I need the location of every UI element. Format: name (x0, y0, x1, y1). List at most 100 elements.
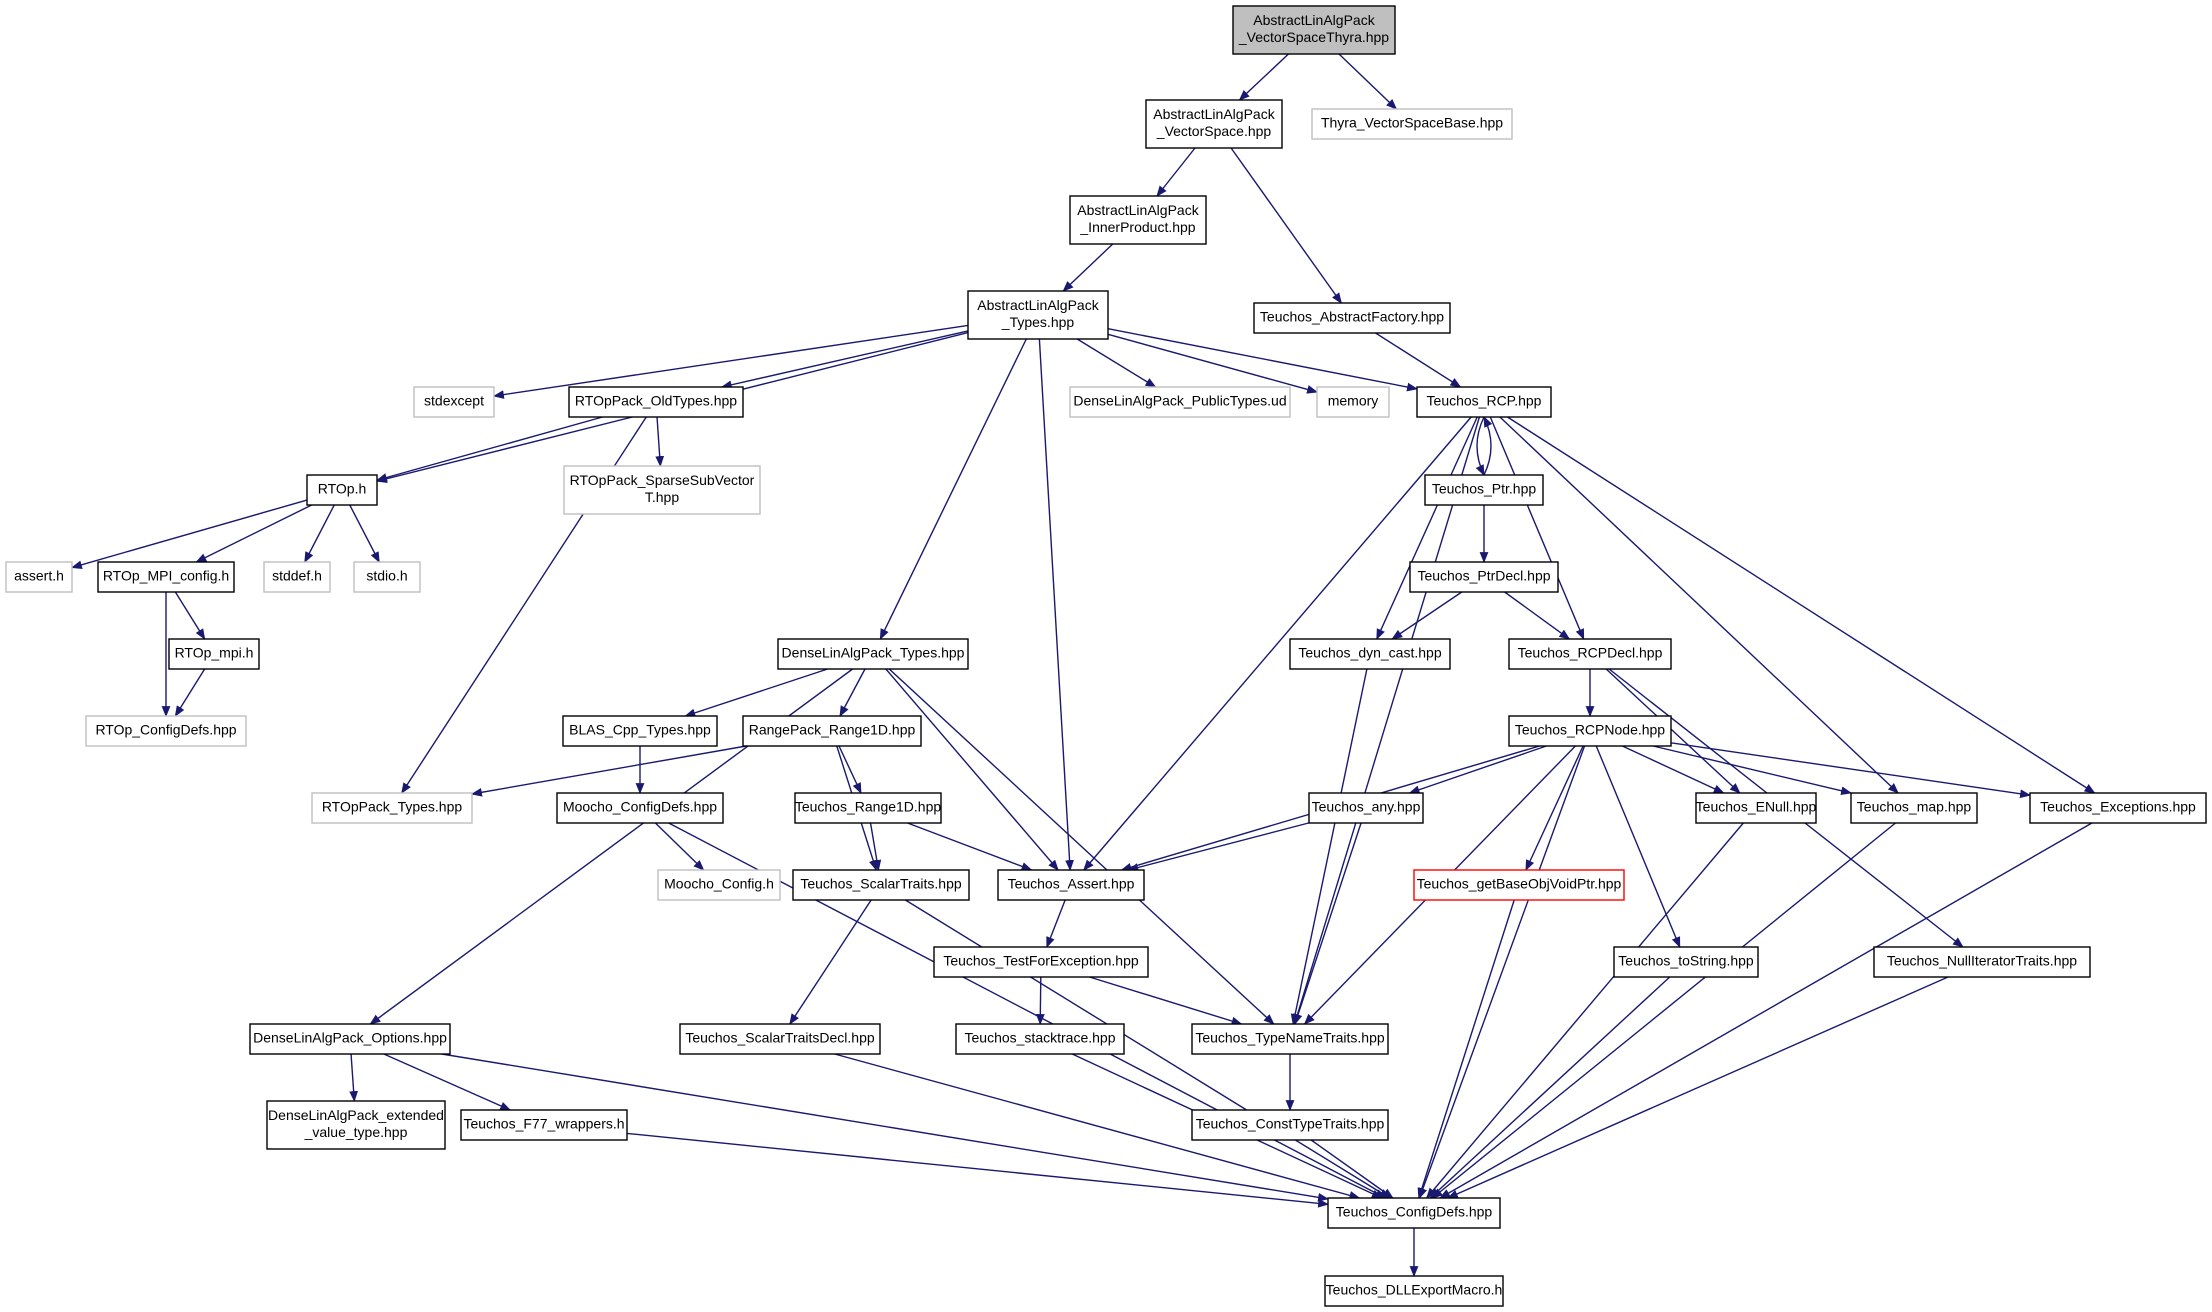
node-label: RangePack_Range1D.hpp (749, 722, 916, 738)
node-rtoph[interactable]: RTOp.h (306, 474, 378, 506)
node-options[interactable]: DenseLinAlgPack_Options.hpp (249, 1023, 451, 1055)
node-label: DenseLinAlgPack_extended (268, 1107, 444, 1123)
node-label: _VectorSpaceThyra.hpp (1238, 29, 1389, 45)
node-exceptions[interactable]: Teuchos_Exceptions.hpp (2029, 792, 2207, 824)
node-box (353, 561, 421, 593)
edge-dltypes-to-blas (684, 668, 828, 718)
node-root[interactable]: AbstractLinAlgPack_VectorSpaceThyra.hpp (1232, 5, 1396, 55)
node-stdexcept[interactable]: stdexcept (413, 386, 495, 418)
node-box (1069, 386, 1291, 418)
node-stdio[interactable]: stdio.h (353, 561, 421, 593)
node-box (266, 1100, 446, 1150)
edge-rcpnode-to-configdefs (1418, 745, 1586, 1200)
node-label: T.hpp (645, 489, 679, 505)
node-dyncast[interactable]: Teuchos_dyn_cast.hpp (1289, 638, 1451, 670)
node-label: Teuchos_PtrDecl.hpp (1417, 568, 1550, 584)
node-dltypes[interactable]: DenseLinAlgPack_Types.hpp (777, 638, 969, 670)
edge-trange1d-to-scalartraits (869, 822, 882, 872)
node-box (1311, 108, 1513, 140)
node-box (679, 1023, 881, 1055)
node-label: AbstractLinAlgPack (977, 297, 1099, 313)
node-label: AbstractLinAlgPack (1153, 106, 1275, 122)
node-tostring[interactable]: Teuchos_toString.hpp (1613, 946, 1759, 978)
node-box (657, 869, 781, 901)
node-vs[interactable]: AbstractLinAlgPack_VectorSpace.hpp (1145, 99, 1283, 149)
node-map[interactable]: Teuchos_map.hpp (1850, 792, 1978, 824)
node-testforexc[interactable]: Teuchos_TestForException.hpp (933, 946, 1149, 978)
edge-scalartraits-to-scalartraitsdecl (789, 899, 872, 1025)
node-label: Moocho_Config.h (664, 876, 774, 892)
node-absfac[interactable]: Teuchos_AbstractFactory.hpp (1253, 302, 1451, 334)
node-label: Teuchos_RCPNode.hpp (1515, 722, 1665, 738)
edge-testforexc-to-stacktrace (1035, 976, 1045, 1026)
node-rcp[interactable]: Teuchos_RCP.hpp (1416, 386, 1552, 418)
node-label: DenseLinAlgPack_Types.hpp (782, 645, 965, 661)
edge-ptr-to-rcp (1483, 416, 1493, 476)
node-moochoconfig[interactable]: Moocho_Config.h (657, 869, 781, 901)
node-dllexport[interactable]: Teuchos_DLLExportMacro.h (1324, 1275, 1504, 1307)
node-label: _Types.hpp (1001, 314, 1075, 330)
node-label: Teuchos_ConfigDefs.hpp (1336, 1204, 1493, 1220)
node-rtoppacktypes[interactable]: RTOpPack_Types.hpp (311, 792, 473, 824)
node-stacktrace[interactable]: Teuchos_stacktrace.hpp (955, 1023, 1125, 1055)
edge-tostring-to-configdefs (1429, 976, 1671, 1199)
node-ptrdecl[interactable]: Teuchos_PtrDecl.hpp (1409, 561, 1559, 593)
node-rtopconfig[interactable]: RTOp_ConfigDefs.hpp (85, 715, 247, 747)
node-trange1d[interactable]: Teuchos_Range1D.hpp (794, 792, 942, 824)
node-label: stddef.h (272, 568, 322, 584)
node-ptr[interactable]: Teuchos_Ptr.hpp (1424, 474, 1544, 506)
node-rcpdecl[interactable]: Teuchos_RCPDecl.hpp (1508, 638, 1672, 670)
node-box (1145, 99, 1283, 149)
edge-rcp-to-typename (1293, 416, 1481, 1026)
node-consttype[interactable]: Teuchos_ConstTypeTraits.hpp (1191, 1109, 1389, 1141)
edge-moochoconfigdefs-to-moochoconfig (654, 822, 705, 871)
edge-dltypes-to-assert (885, 668, 1059, 871)
node-ip[interactable]: AbstractLinAlgPack_InnerProduct.hpp (1069, 195, 1207, 245)
node-box (1316, 386, 1390, 418)
node-range1d[interactable]: RangePack_Range1D.hpp (742, 715, 922, 747)
node-label: Teuchos_getBaseObjVoidPtr.hpp (1417, 876, 1622, 892)
node-f77[interactable]: Teuchos_F77_wrappers.h (460, 1109, 628, 1141)
node-asserth[interactable]: assert.h (5, 561, 73, 593)
edge-scalartraitsdecl-to-configdefs (834, 1053, 1361, 1200)
edge-rtoph-to-stdio (349, 504, 380, 563)
node-any[interactable]: Teuchos_any.hpp (1308, 792, 1424, 824)
edge-exceptions-to-configdefs (1439, 822, 2093, 1199)
node-label: Moocho_ConfigDefs.hpp (563, 799, 717, 815)
node-rtopmpi[interactable]: RTOp_mpi.h (168, 638, 260, 670)
node-assert[interactable]: Teuchos_Assert.hpp (997, 869, 1145, 901)
edge-ptrdecl-to-dyncast (1391, 591, 1463, 640)
node-label: RTOpPack_Types.hpp (322, 799, 463, 815)
node-memory[interactable]: memory (1316, 386, 1390, 418)
node-box (2029, 792, 2207, 824)
node-box (742, 715, 922, 747)
node-pubtypes[interactable]: DenseLinAlgPack_PublicTypes.ud (1069, 386, 1291, 418)
edge-rcp-to-exceptions (1507, 416, 2096, 794)
node-box (97, 561, 235, 593)
node-typename[interactable]: Teuchos_TypeNameTraits.hpp (1191, 1023, 1389, 1055)
edge-rcp-to-ptr (1475, 416, 1485, 476)
node-stddef[interactable]: stddef.h (263, 561, 331, 593)
node-configdefs[interactable]: Teuchos_ConfigDefs.hpp (1327, 1197, 1501, 1229)
edge-types-to-rcp (1107, 327, 1419, 392)
node-scalartraitsdecl[interactable]: Teuchos_ScalarTraitsDecl.hpp (679, 1023, 881, 1055)
node-oldtypes[interactable]: RTOpPack_OldTypes.hpp (568, 386, 744, 418)
node-enull[interactable]: Teuchos_ENull.hpp (1695, 792, 1817, 824)
node-blas[interactable]: BLAS_Cpp_Types.hpp (562, 715, 718, 747)
node-rcpnode[interactable]: Teuchos_RCPNode.hpp (1508, 715, 1672, 747)
node-mpiconfig[interactable]: RTOp_MPI_config.h (97, 561, 235, 593)
node-moochoconfigdefs[interactable]: Moocho_ConfigDefs.hpp (556, 792, 724, 824)
node-label: _VectorSpace.hpp (1156, 123, 1272, 139)
node-nulliter[interactable]: Teuchos_NullIteratorTraits.hpp (1873, 946, 2091, 978)
node-box (556, 792, 724, 824)
node-types[interactable]: AbstractLinAlgPack_Types.hpp (967, 290, 1109, 340)
node-box (1409, 561, 1559, 593)
node-scalartraits[interactable]: Teuchos_ScalarTraits.hpp (792, 869, 970, 901)
node-getbase[interactable]: Teuchos_getBaseObjVoidPtr.hpp (1413, 869, 1625, 901)
edge-rcpnode-to-enull (1622, 745, 1725, 794)
node-box (1191, 1023, 1389, 1055)
node-thyra[interactable]: Thyra_VectorSpaceBase.hpp (1311, 108, 1513, 140)
node-extended[interactable]: DenseLinAlgPack_extended_value_type.hpp (266, 1100, 446, 1150)
node-label: Teuchos_Ptr.hpp (1432, 481, 1537, 497)
